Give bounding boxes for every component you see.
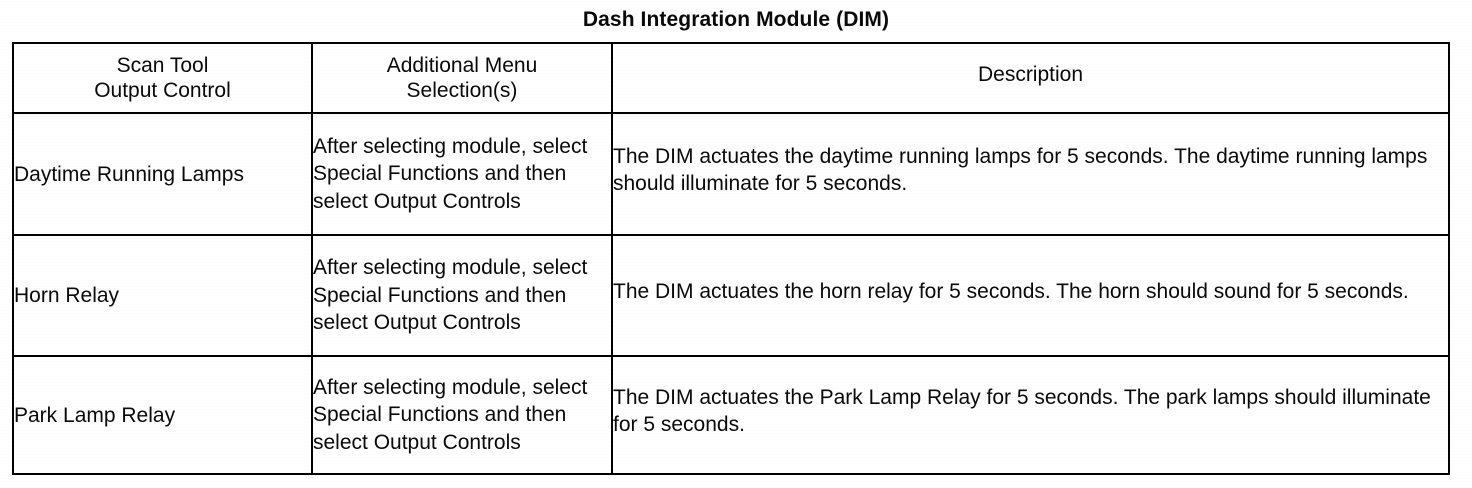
cell-description: The DIM actuates the daytime running lam… — [611, 112, 1450, 236]
cell-menu-selection: After selecting module, select Special F… — [311, 355, 613, 475]
table-row: Park Lamp Relay After selecting module, … — [12, 355, 1450, 475]
scan-tool-output-control-table-wrapper: Scan Tool Output Control Additional Menu… — [12, 42, 1450, 475]
cell-description-text: The DIM actuates the daytime running lam… — [613, 144, 1428, 196]
column-header-line-2: Output Control — [94, 79, 231, 102]
column-header-scan-tool-output-control: Scan Tool Output Control — [12, 42, 313, 114]
table-header-row: Scan Tool Output Control Additional Menu… — [12, 42, 1450, 114]
cell-description: The DIM actuates the Park Lamp Relay for… — [611, 355, 1450, 475]
table-body: Daytime Running Lamps After selecting mo… — [12, 112, 1450, 475]
cell-output-control: Daytime Running Lamps — [12, 112, 313, 236]
cell-description-text: The DIM actuates the horn relay for 5 se… — [613, 279, 1409, 303]
cell-output-control: Park Lamp Relay — [12, 355, 313, 475]
column-header-line-2: Selection(s) — [406, 79, 518, 102]
column-header-additional-menu-selections: Additional Menu Selection(s) — [311, 42, 613, 114]
table-row: Horn Relay After selecting module, selec… — [12, 234, 1450, 357]
cell-menu-selection: After selecting module, select Special F… — [311, 112, 613, 236]
table-row: Daytime Running Lamps After selecting mo… — [12, 112, 1450, 236]
column-header-line-1: Description — [977, 63, 1084, 86]
cell-description-text: The DIM actuates the Park Lamp Relay for… — [613, 385, 1431, 437]
table-header: Scan Tool Output Control Additional Menu… — [12, 42, 1450, 114]
cell-output-control: Horn Relay — [12, 234, 313, 357]
column-header-line-1: Additional Menu — [386, 54, 538, 77]
cell-description: The DIM actuates the horn relay for 5 se… — [611, 234, 1450, 357]
scan-tool-output-control-table: Scan Tool Output Control Additional Menu… — [12, 42, 1450, 475]
column-header-description: Description — [611, 42, 1450, 114]
page-title: Dash Integration Module (DIM) — [582, 8, 890, 31]
column-header-line-1: Scan Tool — [116, 54, 209, 77]
cell-menu-selection: After selecting module, select Special F… — [311, 234, 613, 357]
